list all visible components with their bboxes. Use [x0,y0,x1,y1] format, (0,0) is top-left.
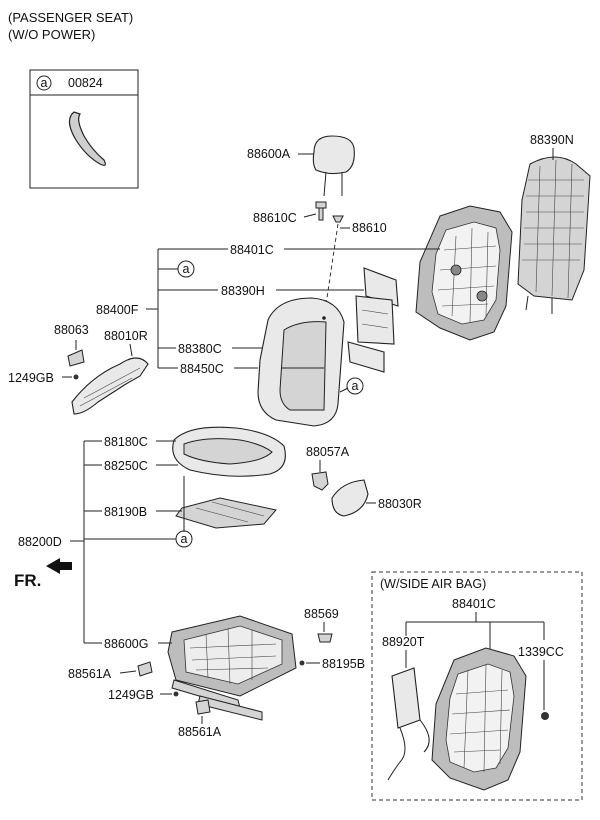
marker-a-back [177,260,195,278]
label-88610: 88610 [352,221,387,235]
label-88200D: 88200D [18,535,62,549]
side-cover [67,349,149,415]
bracket-88057A [311,471,329,491]
label-88380C: 88380C [178,342,222,356]
wire-clip-icon [68,111,106,166]
label-88401C: 88401C [230,243,274,257]
marker-a-cover [346,377,364,395]
label-88030R: 88030R [378,497,422,511]
legend-box: a 00824 [29,69,139,189]
front-direction-label: FR. [14,571,41,590]
seat-back-board [517,156,591,314]
seat-track-frame [167,615,297,721]
marker-a-back-letter: a [183,262,190,276]
cap-88561A-bottom [195,699,211,715]
label-88195B: 88195B [322,657,365,671]
marker-a-cushion-letter: a [181,532,188,546]
seat-back-panels [347,267,399,373]
header-line-2: (W/O POWER) [8,27,95,42]
headrest-guide-left [315,201,327,221]
label-88190B: 88190B [104,505,147,519]
label-88250C: 88250C [104,459,148,473]
clip-88569 [317,633,333,643]
label-88063: 88063 [54,323,89,337]
side-airbag-module [391,667,421,729]
label-1249GB-bottom: 1249GB [108,688,154,702]
label-1339CC: 1339CC [518,645,564,659]
label-88180C: 88180C [104,435,148,449]
label-88561A-left: 88561A [68,667,112,681]
legend-marker-circle [36,75,52,91]
legend-marker-letter: a [41,76,48,90]
header-line-1: (PASSENGER SEAT) [8,10,133,25]
headrest-guide-right [332,215,344,223]
cap-88561A-left [137,661,153,677]
front-arrow-icon [46,558,72,574]
marker-a-cover-letter: a [352,379,359,393]
headrest [312,135,355,197]
label-88600G: 88600G [104,637,148,651]
label-88561A-bottom: 88561A [178,725,222,739]
label-88057A: 88057A [306,445,350,459]
nut-1339CC [541,712,549,720]
seat-cushion-cover [172,426,286,477]
label-1249GB-top: 1249GB [8,371,54,385]
label-88390N: 88390N [530,133,574,147]
label-88010R: 88010R [104,329,148,343]
label-88400F: 88400F [96,303,139,317]
label-88610C: 88610C [253,211,297,225]
seat-back-frame [415,205,513,341]
label-88450C: 88450C [180,362,224,376]
marker-a-cushion [175,530,193,548]
cushion-side-cover [331,479,369,517]
seat-cushion-pad [175,497,277,529]
label-88600A: 88600A [247,147,291,161]
airbag-section: (W/SIDE AIR BAG) 88401C 88920T 1339CC [371,571,583,801]
label-88569: 88569 [304,607,339,621]
seat-back-cover [257,297,345,427]
label-88920T: 88920T [382,635,425,649]
airbag-box-title: (W/SIDE AIR BAG) [380,577,486,591]
legend-part-number: 00824 [68,76,103,90]
label-88401C-airbag: 88401C [452,597,496,611]
label-88390H: 88390H [221,284,265,298]
